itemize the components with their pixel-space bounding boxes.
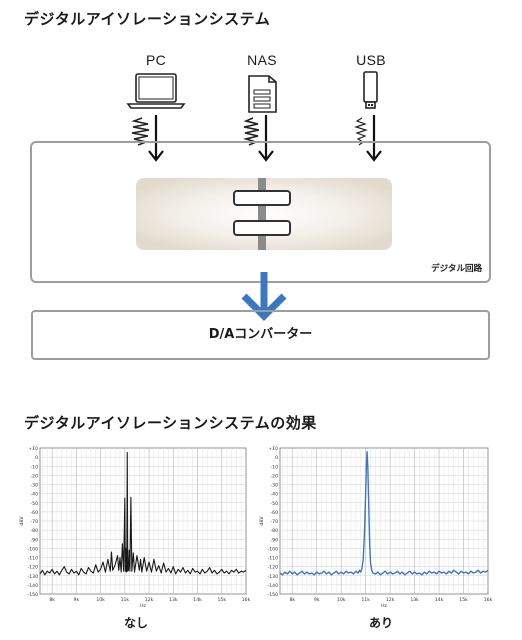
y-tick-label: -30 (30, 483, 38, 489)
x-tick-label: 16k (242, 597, 250, 603)
y-tick-label: -110 (28, 556, 39, 562)
y-tick-label: 0 (275, 455, 278, 461)
x-tick-label: 9k (74, 597, 80, 603)
usb-stick-icon (363, 71, 378, 109)
x-tick-label: 14k (193, 597, 202, 603)
spectrum-line (39, 452, 247, 576)
y-tick-label: -120 (28, 565, 39, 571)
x-tick-label: 13k (169, 597, 178, 603)
x-tick-label: 13k (410, 597, 419, 603)
y-tick-label: -50 (270, 501, 278, 507)
diagram-title: デジタルアイソレーションシステム (24, 10, 271, 28)
source-label-usb: USB (356, 52, 386, 68)
isolation-diagram (30, 71, 491, 321)
effect-title: デジタルアイソレーションシステムの効果 (24, 414, 317, 432)
source-label-pc: PC (145, 52, 167, 68)
y-tick-label: -120 (268, 565, 279, 571)
x-tick-label: 11k (361, 597, 370, 603)
x-tick-label: 12k (386, 597, 395, 603)
y-tick-label: -20 (30, 473, 38, 479)
spectrum-plot-with: +10 0 -10 -20 -30 -40 -50 -60 -70 -80 -90 -100 -110 -… (258, 440, 492, 608)
y-tick-label: -150 (268, 592, 279, 598)
x-tick-label: 10k (96, 597, 105, 603)
x-axis-label: Hz (381, 603, 387, 608)
x-tick-label: 14k (435, 597, 444, 603)
y-tick-label: -30 (270, 483, 278, 489)
y-tick-label: -80 (270, 528, 278, 534)
y-tick-label: -60 (270, 510, 278, 516)
y-tick-label: -90 (270, 537, 278, 543)
y-tick-label: +10 (28, 446, 38, 452)
x-tick-label: 16k (484, 597, 492, 603)
y-tick-label: -70 (30, 519, 38, 525)
laptop-icon (126, 73, 186, 109)
y-tick-label: -20 (270, 473, 278, 479)
x-tick-label: 11k (121, 597, 130, 603)
isolator-icon (233, 178, 291, 250)
spectrum-plot-without: +10 0 -10 -20 -30 -40 -50 -60 -70 -80 -90 -100 -110 -… (18, 440, 250, 608)
y-tick-label: -150 (28, 592, 39, 598)
y-tick-label: -140 (28, 583, 39, 589)
y-tick-label: -100 (268, 546, 279, 552)
x-tick-label: 15k (218, 597, 227, 603)
y-tick-label: -90 (30, 537, 38, 543)
dac-box (31, 310, 490, 360)
noise-signal-nas (242, 117, 260, 146)
y-tick-label: 0 (35, 455, 38, 461)
y-tick-label: -10 (30, 464, 38, 470)
output-arrow (241, 272, 287, 321)
y-tick-label: -130 (268, 574, 279, 580)
y-tick-label: -140 (268, 583, 279, 589)
digital-circuit-label: デジタル回路 (431, 264, 482, 274)
dac-label: D/Aコンバーター (208, 327, 313, 342)
signal-arrows (148, 115, 382, 162)
x-tick-label: 8k (289, 597, 295, 603)
noise-signal-usb (354, 117, 368, 146)
x-tick-label: 8k (49, 597, 55, 603)
condition-label-with: あり (368, 616, 393, 630)
x-tick-label: 10k (337, 597, 346, 603)
y-tick-label: -10 (270, 464, 278, 470)
y-tick-label: -60 (30, 510, 38, 516)
y-tick-label: -40 (30, 492, 38, 498)
x-tick-label: 9k (314, 597, 320, 603)
x-tick-label: 15k (459, 597, 468, 603)
y-tick-label: -40 (270, 492, 278, 498)
condition-label-without: なし (123, 616, 148, 630)
y-tick-label: -110 (268, 556, 279, 562)
y-tick-label: -80 (30, 528, 38, 534)
noise-signal-pc (131, 117, 150, 146)
y-axis-label: dBV (19, 516, 25, 526)
source-label-nas: NAS (247, 52, 277, 68)
y-tick-label: +10 (268, 446, 278, 452)
y-tick-label: -100 (28, 546, 39, 552)
y-tick-label: -130 (28, 574, 39, 580)
y-axis-label: dBV (259, 516, 265, 526)
x-axis-label: Hz (140, 603, 146, 608)
nas-icon (248, 75, 277, 113)
spectrum-line (279, 450, 489, 576)
y-tick-label: -70 (270, 519, 278, 525)
y-tick-label: -50 (30, 501, 38, 507)
x-tick-label: 12k (145, 597, 154, 603)
